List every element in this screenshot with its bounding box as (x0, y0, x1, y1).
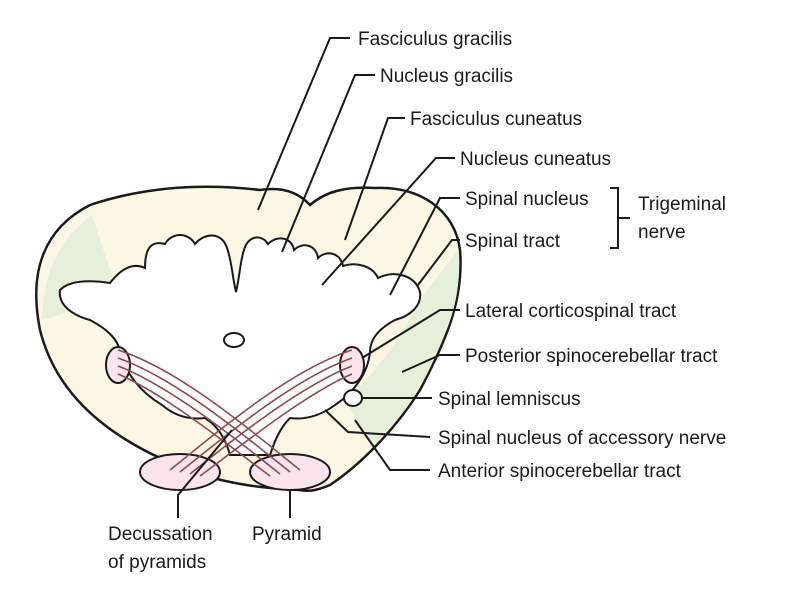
label-anterior-spinocerebellar: Anterior spinocerebellar tract (438, 461, 682, 482)
leader-lateral-corticospinal (361, 309, 460, 359)
label-trigeminal-line2: nerve (638, 222, 686, 243)
leader-spinal-nucleus-accessory (324, 409, 431, 438)
label-nucleus-cuneatus: Nucleus cuneatus (460, 149, 611, 170)
trigeminal-bracket (610, 187, 619, 249)
label-decussation-line2: of pyramids (108, 552, 206, 573)
leader-nucleus-cuneatus (321, 157, 455, 286)
leader-nucleus-gracilis (281, 74, 375, 253)
lateral-corticospinal-left (105, 346, 131, 384)
leader-decussation (177, 429, 233, 518)
label-fasciculus-gracilis: Fasciculus gracilis (358, 29, 512, 50)
label-pyramid: Pyramid (252, 524, 322, 545)
label-spinal-nucleus-accessory: Spinal nucleus of accessory nerve (438, 428, 726, 449)
label-nucleus-gracilis: Nucleus gracilis (380, 66, 513, 87)
leader-lines (177, 37, 460, 518)
label-spinal-lemniscus: Spinal lemniscus (438, 389, 581, 410)
label-posterior-spinocerebellar: Posterior spinocerebellar tract (465, 346, 718, 367)
label-lateral-corticospinal: Lateral corticospinal tract (465, 301, 677, 322)
leader-spinal-nucleus (389, 197, 460, 296)
leader-fasciculus-gracilis (257, 37, 350, 211)
lateral-corticospinal-right (339, 346, 365, 384)
label-decussation-line1: Decussation (108, 524, 213, 545)
lateral-region-right (345, 250, 459, 445)
label-spinal-nucleus: Spinal nucleus (465, 189, 589, 210)
leader-fasciculus-cuneatus (344, 117, 405, 241)
label-fasciculus-cuneatus: Fasciculus cuneatus (410, 109, 582, 130)
label-trigeminal-line1: Trigeminal (638, 194, 726, 215)
label-spinal-tract: Spinal tract (465, 231, 561, 252)
spinal-lemniscus-shape (343, 389, 363, 407)
leader-posterior-spinocerebellar (401, 354, 460, 373)
leader-spinal-tract (417, 239, 460, 286)
central-canal (223, 332, 245, 348)
leader-anterior-spinocerebellar (354, 419, 430, 471)
